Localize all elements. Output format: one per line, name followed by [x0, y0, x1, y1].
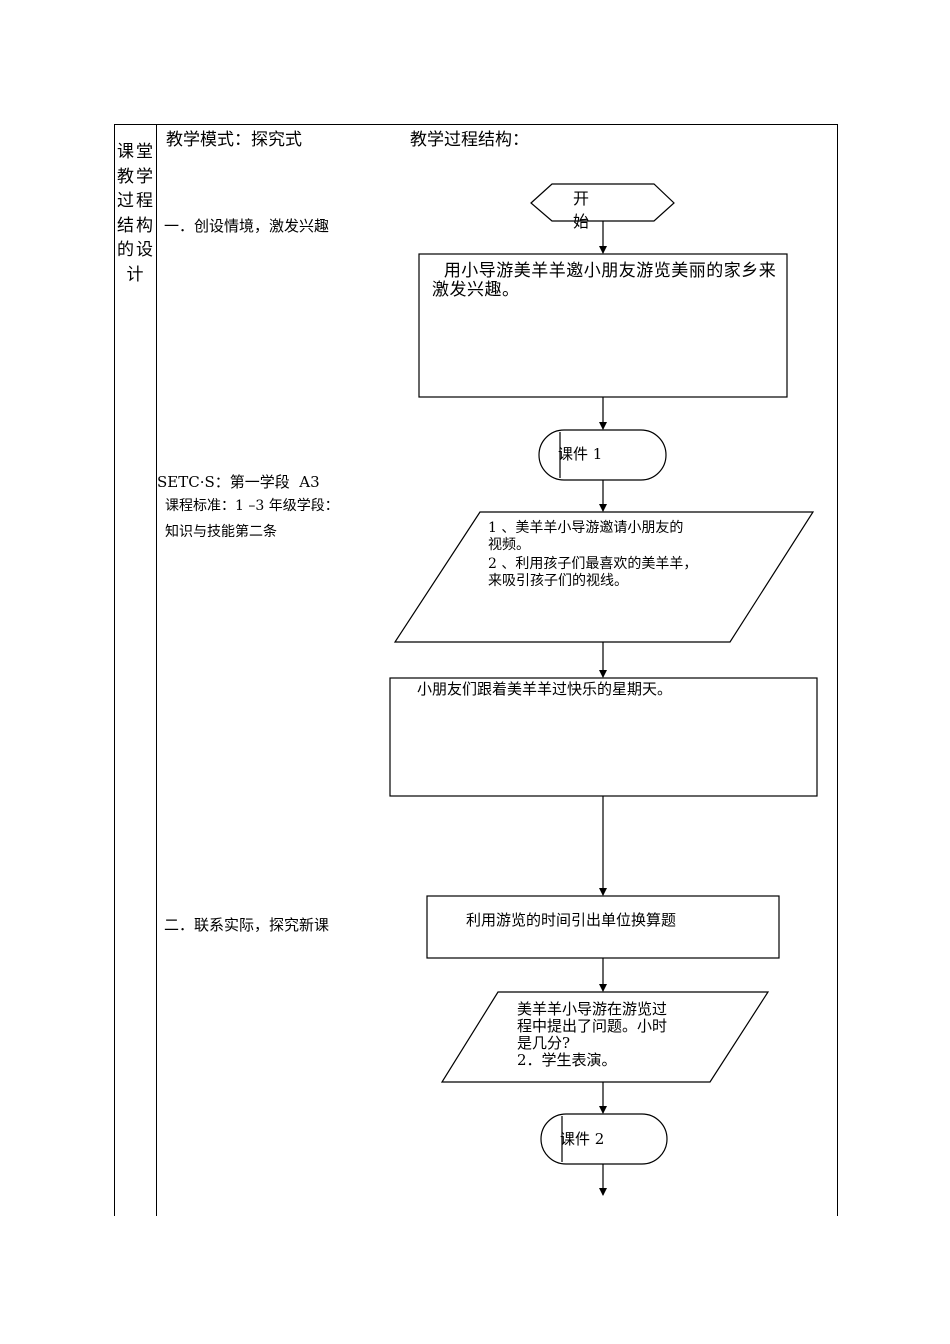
- io-1-line-3: 2 、利用孩子们最喜欢的美羊羊，: [488, 556, 698, 572]
- start-label-line-2: 始: [573, 212, 590, 231]
- table-top-border: [114, 124, 838, 125]
- start-terminator: [530, 183, 675, 222]
- courseware-2-shape: [540, 1113, 668, 1165]
- start-label-line-1: 开: [573, 189, 590, 208]
- setc-note: SETC·S：第一学段 A3: [157, 473, 320, 491]
- io-1-line-4: 来吸引孩子们的视线。: [488, 573, 628, 589]
- io-2-line-2: 程中提出了问题。小时: [517, 1017, 668, 1035]
- io-2-line-4: 2．学生表演。: [517, 1051, 617, 1069]
- curriculum-standard-note: 课程标准：1 –3 年级学段：: [165, 498, 339, 514]
- io-parallelogram-1: [393, 511, 815, 643]
- io-2-line-3: 是几分?: [517, 1034, 571, 1052]
- side-title: 课堂教学过程结构的设计: [117, 142, 155, 285]
- table-column-divider: [156, 124, 157, 1216]
- process-box-1-text: 用小导游美羊羊邀小朋友游览美丽的家乡来激发兴趣。: [432, 261, 777, 300]
- section-2-heading: 二．联系实际，探究新课: [164, 916, 330, 934]
- process-box-2-text: 小朋友们跟着美羊羊过快乐的星期天。: [417, 680, 673, 698]
- process-structure-heading: 教学过程结构：: [410, 130, 529, 150]
- io-parallelogram-2: [440, 991, 770, 1083]
- process-box-3-text: 利用游览的时间引出单位换算题: [466, 911, 677, 929]
- skill-note: 知识与技能第二条: [165, 524, 277, 540]
- io-2-line-1: 美羊羊小导游在游览过: [517, 1000, 668, 1018]
- courseware-1-label: 课件 1: [558, 445, 603, 463]
- io-1-line-2: 视频。: [488, 537, 530, 553]
- table-left-border: [114, 124, 115, 1216]
- section-1-heading: 一．创设情境，激发兴趣: [164, 217, 330, 235]
- io-1-line-1: 1 、美羊羊小导游邀请小朋友的: [488, 520, 684, 536]
- courseware-2-label: 课件 2: [560, 1130, 605, 1148]
- courseware-1-shape: [538, 429, 667, 481]
- table-right-border: [837, 124, 838, 1216]
- teaching-mode-heading: 教学模式：探究式: [166, 130, 302, 150]
